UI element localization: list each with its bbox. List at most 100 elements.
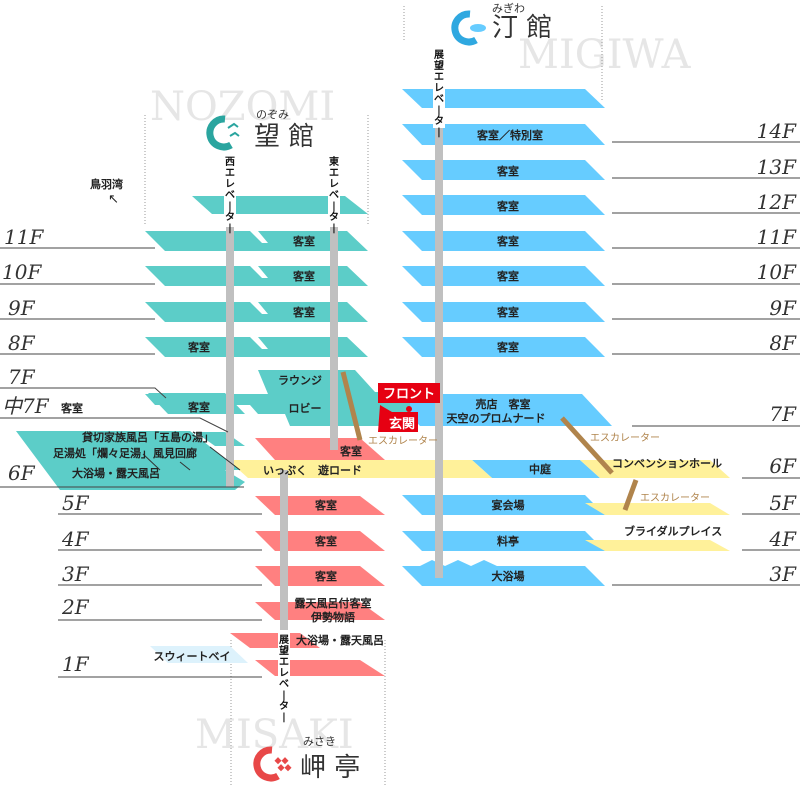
- migiwa-ruby: みぎわ: [492, 1, 525, 15]
- floor-num: 3F: [62, 562, 90, 586]
- label: 客室: [496, 305, 519, 319]
- nozomi-west-elevator-shaft: [226, 225, 234, 487]
- migiwa-floor-13[interactable]: [402, 160, 605, 180]
- building-outlines: [144, 6, 603, 786]
- escalator-label-2: エスカレーター: [590, 432, 660, 444]
- nozomi-floor-11[interactable]: [145, 231, 368, 251]
- nozomi-logo-icon: [206, 115, 233, 151]
- migiwa-logo-icon: [451, 10, 478, 46]
- migiwa-elevator-label: 展望エレベ|タ|: [433, 48, 445, 138]
- foot-bath-label: 足湯処「爛々足湯」: [53, 446, 152, 460]
- floor-num: 10F: [757, 260, 797, 284]
- label: 客室: [60, 401, 83, 415]
- migiwa-floor-4[interactable]: [402, 531, 605, 551]
- wind-corridor-label: 風見回廊: [153, 446, 197, 460]
- corridor-floors: [228, 460, 730, 551]
- floor-num: 7F: [769, 402, 797, 426]
- migiwa-roof: [402, 89, 605, 108]
- escalator-convention: [560, 416, 614, 475]
- label: 客室: [292, 234, 315, 248]
- bird-icon: [227, 122, 240, 137]
- front-label: フロント: [383, 387, 435, 402]
- migiwa-floor-5[interactable]: [402, 495, 605, 515]
- svg-text:展望エレベ|タ|: 展望エレベ|タ|: [279, 634, 289, 723]
- floor-num: 7F: [8, 365, 36, 389]
- sweet-bay-floor[interactable]: [150, 646, 248, 663]
- label: 宴会場: [492, 498, 525, 512]
- nozomi-ruby: のぞみ: [256, 108, 289, 121]
- private-bath-label: 貸切家族風呂「五島の湯」: [81, 430, 214, 444]
- migiwa-floor-12[interactable]: [402, 195, 605, 215]
- label: 客室: [496, 234, 519, 248]
- floor-lines-left: [0, 247, 262, 678]
- label: 客室: [292, 269, 315, 283]
- migiwa-floor-14[interactable]: [402, 124, 605, 145]
- elevator-shafts: [226, 100, 443, 630]
- escalator-label-1: エスカレーター: [368, 435, 438, 447]
- nozomi-labels: 客室 客室 客室 客室 ラウンジ ロビー 客室 客室: [60, 234, 322, 415]
- migiwa-roman-text: MIGIWA: [518, 32, 692, 78]
- nozomi-floor-9[interactable]: [145, 302, 368, 322]
- floor-num: 11F: [4, 225, 44, 249]
- floor-num: 8F: [8, 331, 36, 355]
- floor-num: 8F: [769, 331, 797, 355]
- floor-num: 14F: [757, 119, 797, 143]
- floor-num: 3F: [769, 562, 797, 586]
- label: 客室: [496, 340, 519, 354]
- migiwa-floor-6[interactable]: [472, 460, 600, 478]
- label: 客室: [314, 498, 337, 512]
- misaki-elevator-label: 展望エレベ|タ|: [278, 633, 290, 723]
- floor-num: 13F: [757, 155, 797, 179]
- label: 客室: [292, 305, 315, 319]
- nozomi-floor-8[interactable]: [145, 337, 368, 357]
- floor-num: 中7F: [2, 394, 50, 418]
- floor-num: 6F: [8, 461, 36, 485]
- misaki-logo-icon: [253, 746, 280, 782]
- label: 客室: [187, 400, 210, 414]
- migiwa-floor-8[interactable]: [402, 337, 605, 357]
- floor-num: 2F: [61, 595, 90, 619]
- corridor-label: いっぷく 遊ロード: [263, 463, 362, 477]
- direction-arrow-icon: ↖: [108, 192, 119, 207]
- misaki-floor-6[interactable]: [255, 438, 385, 460]
- nozomi-floor-10[interactable]: [145, 266, 368, 286]
- floor-lines-right: [612, 141, 800, 586]
- nozomi-logo: [206, 115, 240, 151]
- misaki-elevator-shaft: [280, 470, 288, 630]
- label: 客室: [496, 164, 519, 178]
- misaki-floor-1[interactable]: [255, 660, 385, 676]
- floor-num: 4F: [61, 527, 90, 551]
- migiwa-floor-9[interactable]: [402, 302, 605, 322]
- floor-numbers-right: 14F 13F 12F 11F 10F 9F 8F 7F 6F 5F 4F 3F: [757, 119, 797, 586]
- corridor-ippuku[interactable]: [228, 460, 492, 478]
- convention-hall-floor[interactable]: [580, 460, 730, 478]
- migiwa-floors: [390, 89, 612, 586]
- grand-bath-floor[interactable]: [16, 431, 245, 490]
- label: 客室: [496, 199, 519, 213]
- svg-text:西エレベ|タ|: 西エレベ|タ|: [225, 156, 235, 234]
- label: 客室: [339, 444, 362, 458]
- nozomi-east-elevator-shaft: [330, 225, 338, 450]
- escalator-lobby: [340, 371, 363, 441]
- migiwa-floor-11[interactable]: [402, 231, 605, 251]
- migiwa-elevator-shaft: [435, 100, 443, 578]
- migiwa-floor-3[interactable]: [402, 560, 605, 586]
- label: 客室: [314, 569, 337, 583]
- migiwa-logo: [451, 10, 486, 46]
- grand-bath-label: 大浴場・露天風呂: [72, 466, 160, 480]
- entrance-sign[interactable]: 玄関: [378, 405, 418, 432]
- bridal-place-floor[interactable]: [585, 540, 730, 551]
- misaki-floor-1-upper[interactable]: [230, 633, 320, 648]
- floor-numbers-left: 11F 10F 9F 8F 7F 中7F 6F 5F 4F 3F 2F 1F: [2, 225, 90, 676]
- label: ロビー: [289, 401, 322, 415]
- migiwa-floor-10[interactable]: [402, 266, 605, 286]
- label: 大浴場: [492, 569, 525, 583]
- misaki-logo: [253, 746, 292, 782]
- nozomi-west-elevator-label: 西エレベ|タ|: [224, 155, 236, 234]
- floor-num: 11F: [757, 225, 797, 249]
- label: 客室: [314, 534, 337, 548]
- nozomi-mid7-floor[interactable]: [148, 393, 245, 414]
- migiwa-floor-7[interactable]: [390, 394, 612, 426]
- front-sign[interactable]: フロント: [378, 383, 440, 403]
